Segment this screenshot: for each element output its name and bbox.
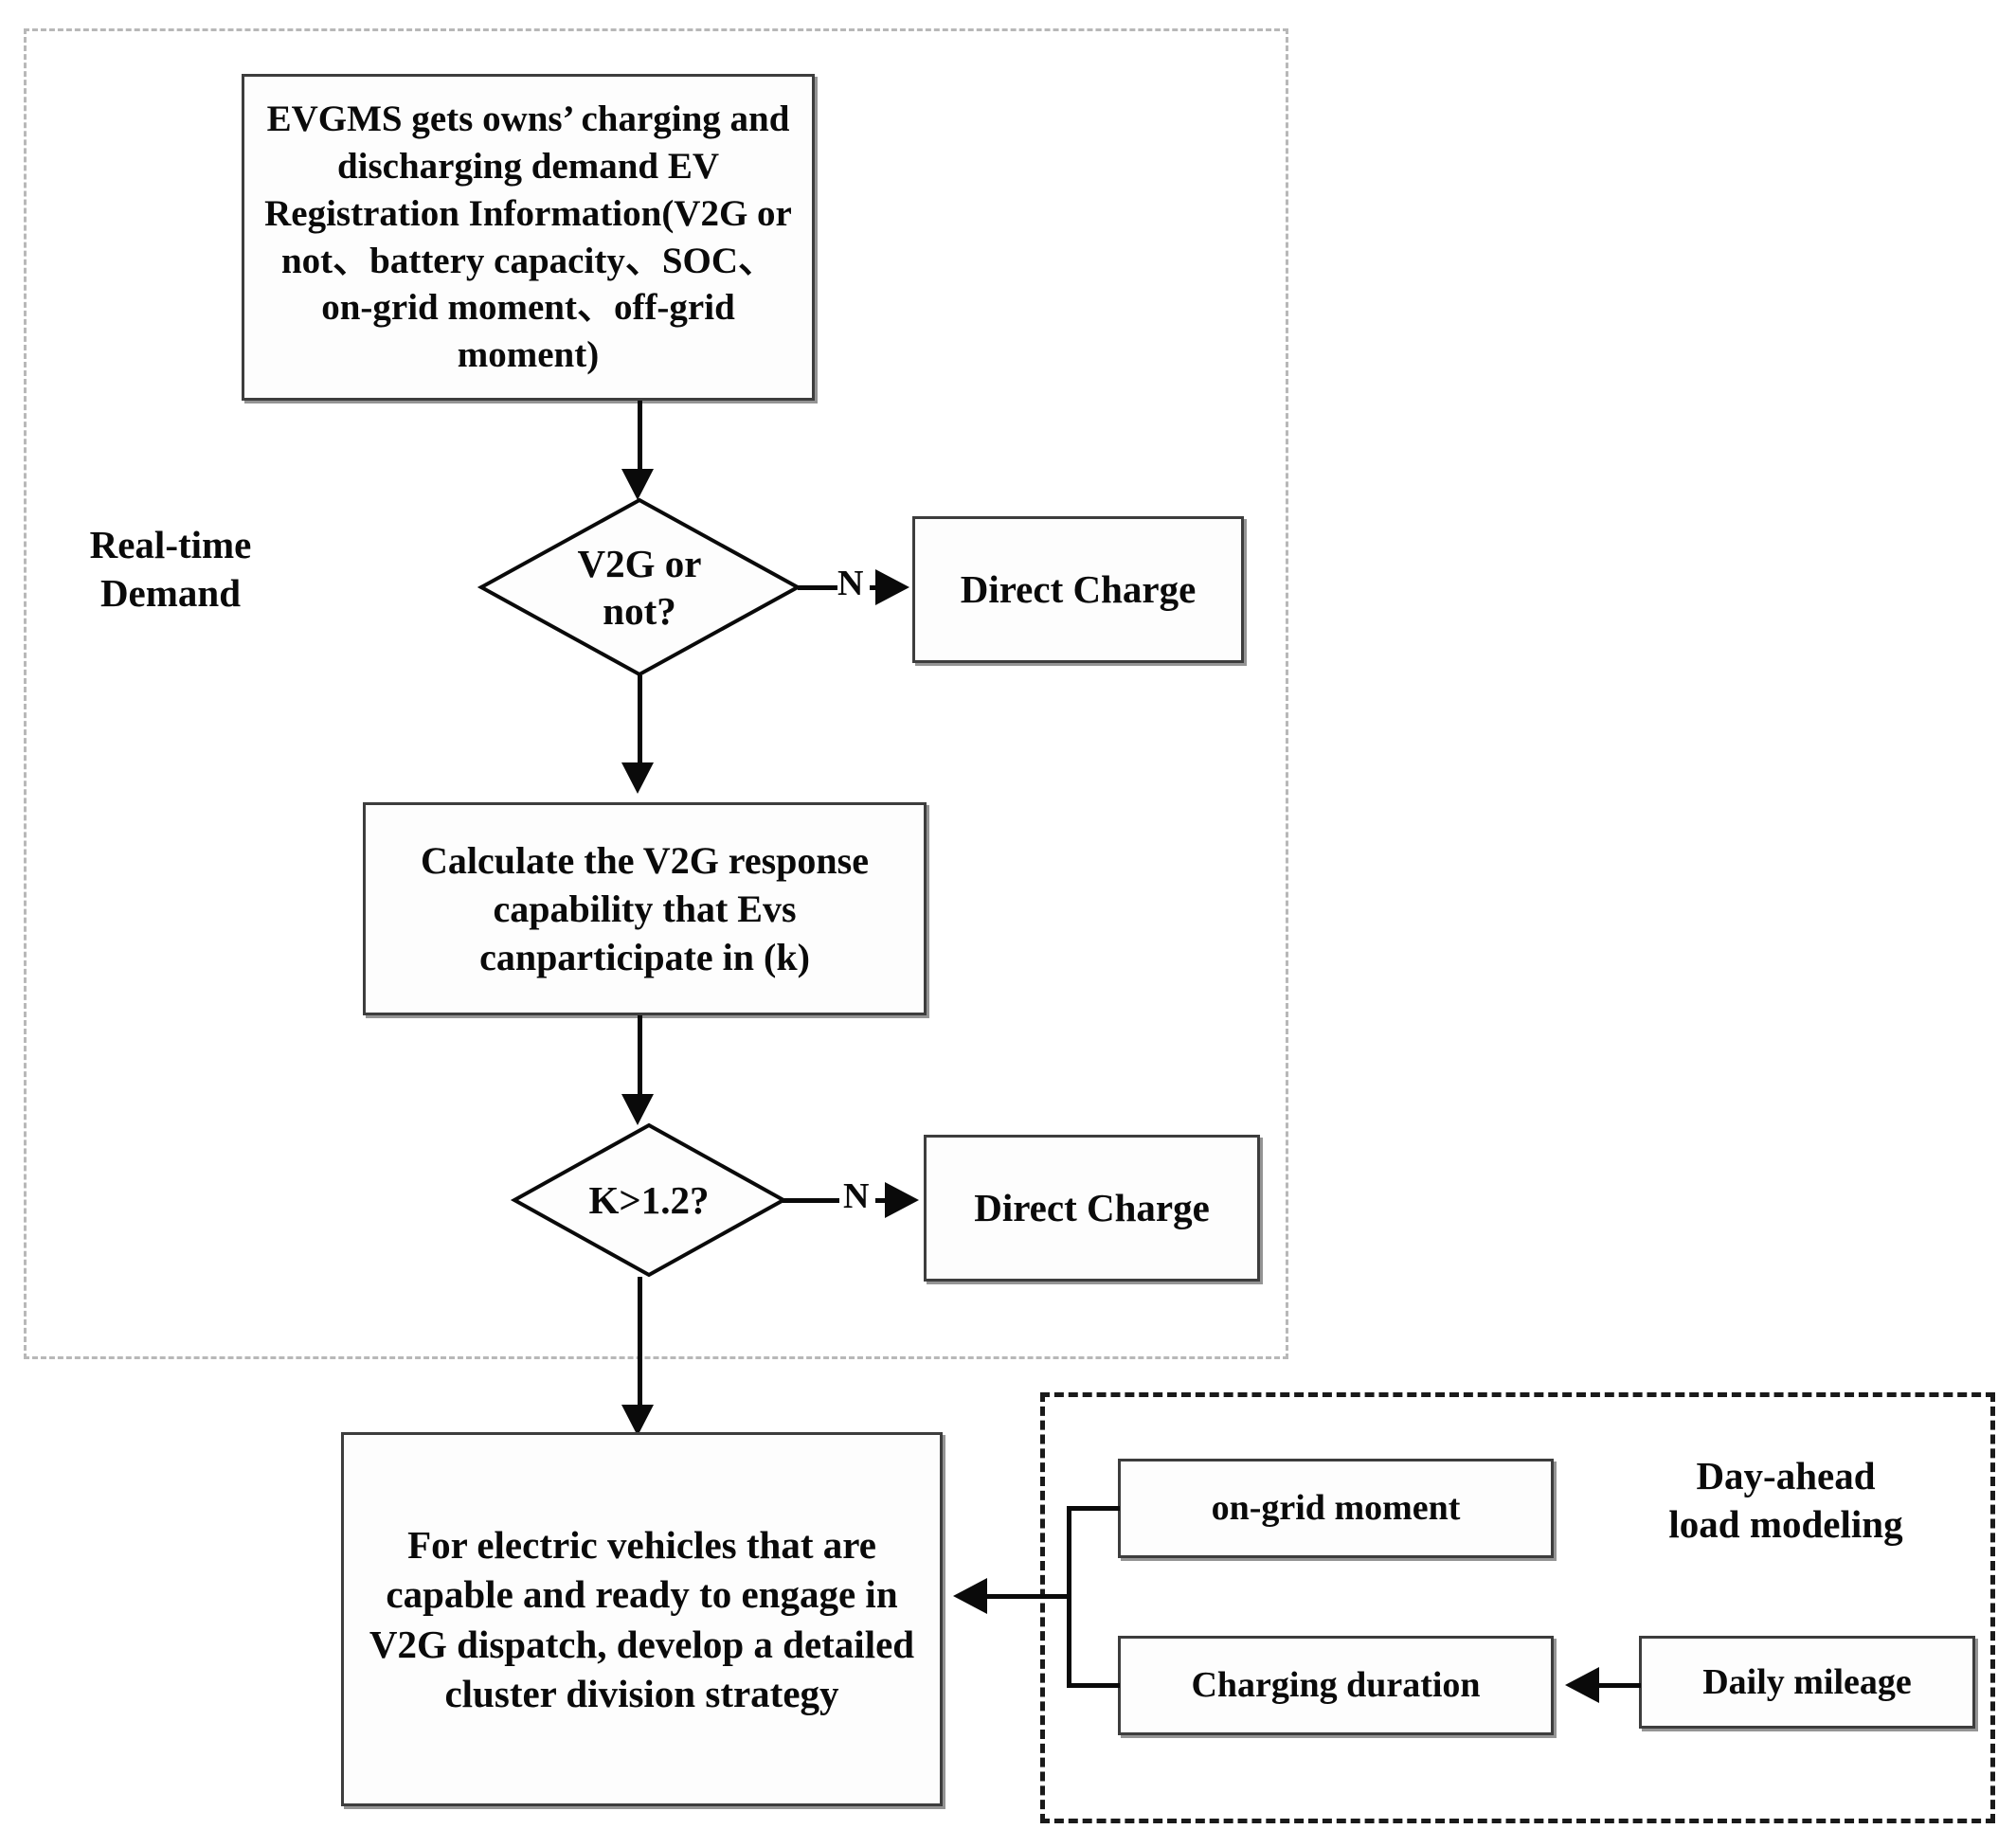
connector-on-grid-to-bracket [1067,1506,1120,1511]
arrowhead-k-to-direct-charge-2 [885,1182,919,1218]
connector-charging-duration-to-bracket [1067,1683,1120,1688]
edge-label-k-no: N [843,1176,870,1216]
arrowhead-k-to-cluster [621,1405,654,1436]
decision-v2g-or-not[interactable]: V2G or not? [477,497,802,677]
arrowhead-bracket-to-cluster [953,1578,987,1614]
node-direct-charge-1[interactable]: Direct Charge [912,516,1244,663]
arrowhead-calculate-to-k [621,1094,654,1125]
arrowhead-v2g-to-calculate [621,762,654,794]
node-direct-charge-2[interactable]: Direct Charge [924,1135,1260,1282]
connector-daily-mileage-to-charging-duration [1599,1683,1641,1688]
region-label-day-ahead: Day-ahead load modeling [1611,1452,1961,1550]
node-calculate-v2g-capability[interactable]: Calculate the V2G response capability th… [363,802,927,1015]
decision-k-label: K>1.2? [588,1178,710,1223]
region-day-ahead-load-modeling [1040,1392,1995,1823]
node-on-grid-moment[interactable]: on-grid moment [1118,1459,1554,1558]
node-cluster-division-strategy[interactable]: For electric vehicles that are capable a… [341,1432,943,1806]
region-label-day-ahead-line1: Day-ahead [1696,1454,1876,1497]
decision-v2g-label-line1: V2G or [577,541,702,585]
arrowhead-v2g-to-direct-charge-1 [875,569,909,605]
node-charging-duration[interactable]: Charging duration [1118,1636,1554,1735]
decision-k-greater-than-threshold[interactable]: K>1.2? [510,1122,788,1279]
region-real-time-demand [24,28,1288,1359]
region-label-day-ahead-line2: load modeling [1668,1502,1903,1547]
edge-label-v2g-no: N [837,564,864,603]
arrowhead-evgms-to-v2g [621,469,654,500]
connector-v2g-no-stub [798,585,837,590]
region-label-real-time-line1: Real-time [89,523,252,566]
connector-k-no-stub2 [875,1198,887,1203]
node-daily-mileage[interactable]: Daily mileage [1639,1636,1975,1729]
connector-bracket-vertical [1067,1506,1071,1688]
arrowhead-daily-mileage-to-charging-duration [1565,1667,1599,1703]
connector-v2g-to-calculate [638,675,642,770]
connector-k-to-cluster [638,1277,642,1414]
connector-bracket-to-cluster [987,1594,1069,1599]
connector-evgms-to-v2g [638,401,642,478]
decision-v2g-label-line2: not? [603,589,676,633]
connector-calculate-to-k [638,1015,642,1105]
region-label-real-time-line2: Demand [99,571,242,616]
connector-k-no-stub [783,1198,839,1203]
region-label-real-time-demand: Real-time Demand [52,521,289,619]
decision-v2g-label: V2G or not? [478,497,801,677]
connector-v2g-no-stub2 [870,585,877,590]
node-evgms-registration-info[interactable]: EVGMS gets owns’ charging and dischargin… [242,74,815,401]
